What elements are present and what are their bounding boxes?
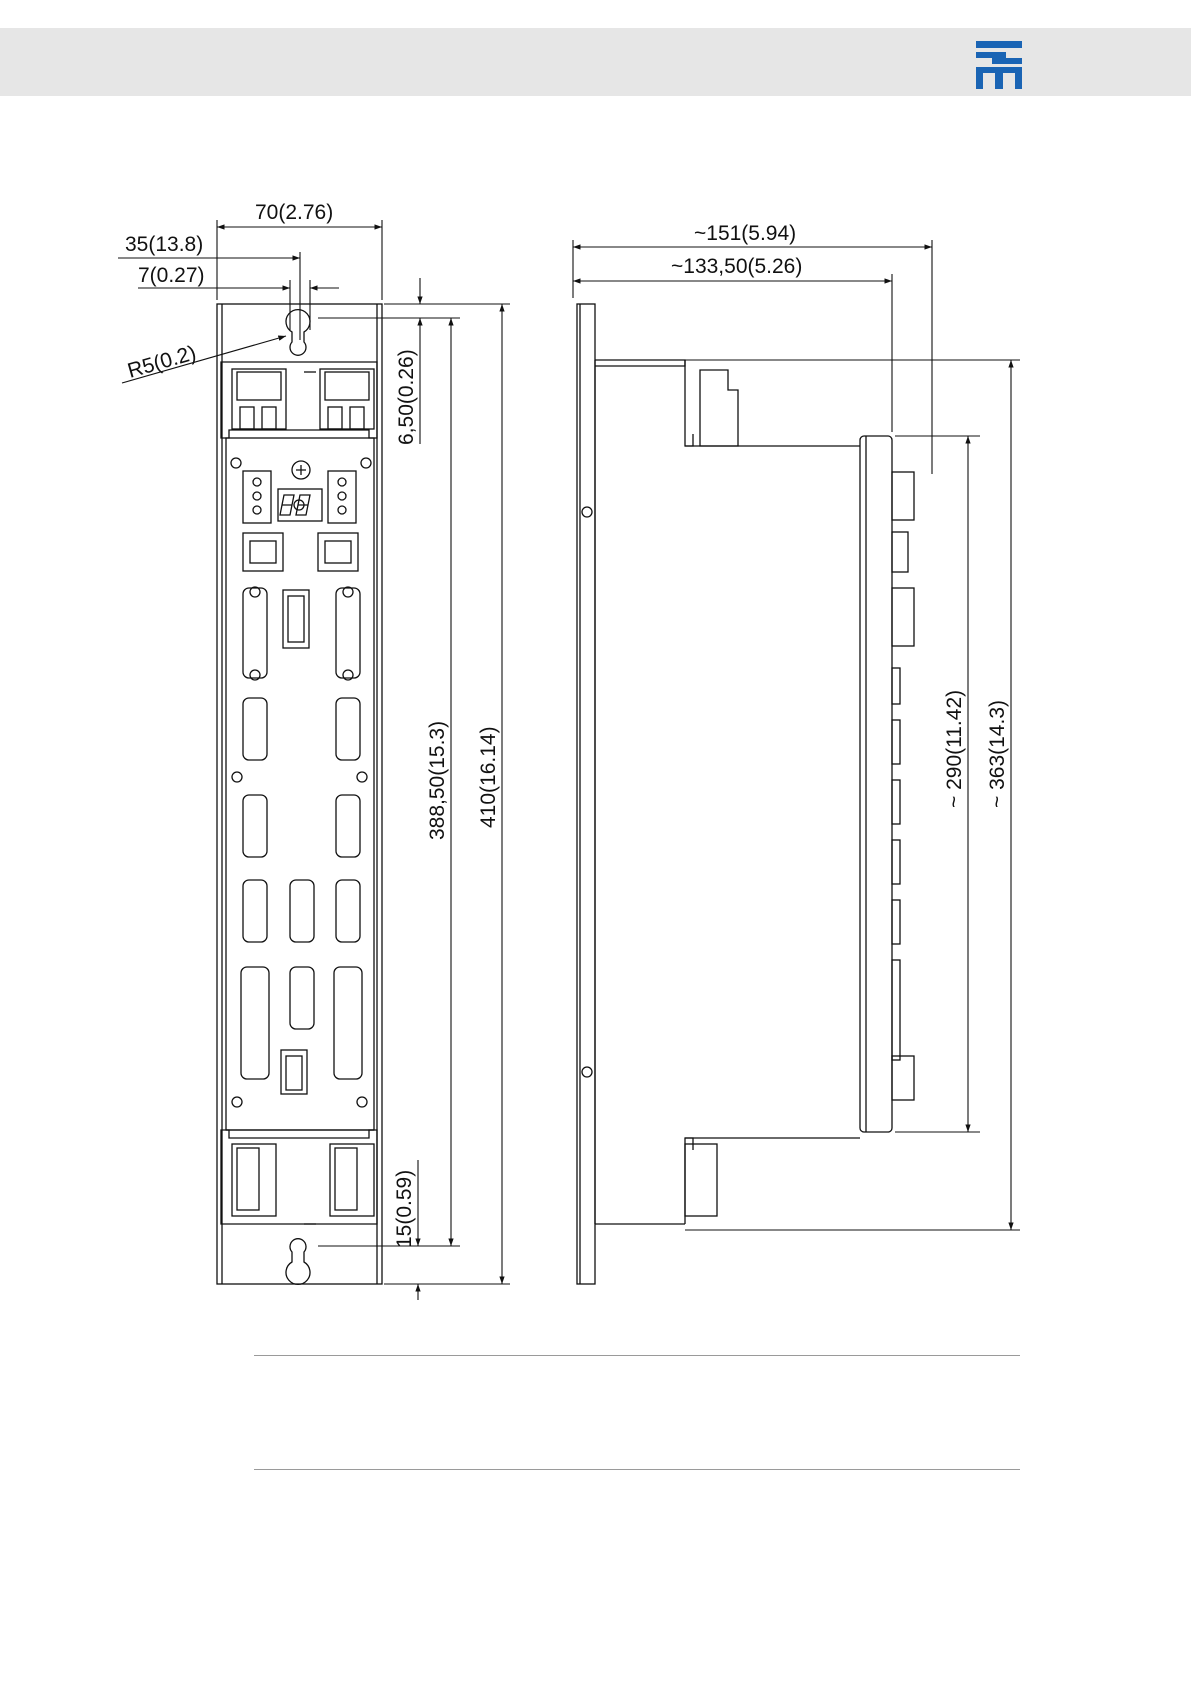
side-view xyxy=(577,304,914,1284)
width-label: 70(2.76) xyxy=(255,201,333,224)
depth-label: ~151(5.94) xyxy=(694,222,796,245)
height-label: 410(16.14) xyxy=(477,726,500,828)
caption-rule-top xyxy=(254,1355,1020,1356)
body-height-label: ~ 363(14.3) xyxy=(986,700,1009,808)
bottom-offset-label: 15(0.59) xyxy=(393,1170,416,1248)
slot-offset-label: 7(0.27) xyxy=(138,264,205,287)
radius-label: R5(0.2) xyxy=(125,341,199,382)
half-width-label: 35(13.8) xyxy=(125,233,203,256)
front-height-label: ~ 290(11.42) xyxy=(943,690,966,808)
caption-rule-bottom xyxy=(254,1469,1020,1470)
hole-spacing-label: 388,50(15.3) xyxy=(426,721,449,840)
top-offset-label: 6,50(0.26) xyxy=(395,349,418,445)
front-view xyxy=(217,304,382,1284)
keyhole-bottom xyxy=(286,1239,310,1285)
depth-body-label: ~133,50(5.26) xyxy=(671,255,802,278)
